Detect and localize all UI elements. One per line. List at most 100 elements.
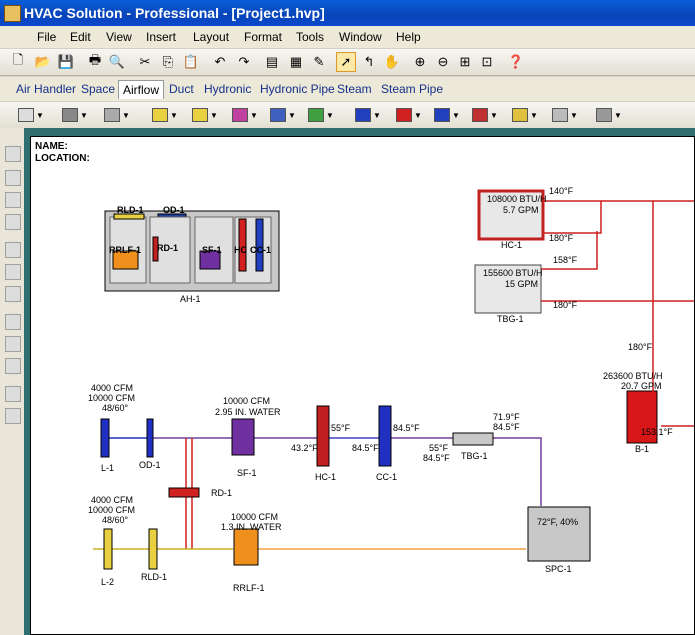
spc-temp-label: 72°F, 40% bbox=[537, 517, 579, 527]
tab-space[interactable]: Space bbox=[81, 82, 116, 96]
menu-help[interactable]: Help bbox=[396, 30, 421, 44]
menu-format[interactable]: Format bbox=[244, 30, 283, 44]
tab-hydronic[interactable]: Hydronic bbox=[204, 82, 252, 96]
rrlf-cfm-label: 10000 CFM bbox=[231, 512, 279, 522]
filter2-tool-icon[interactable]: ▼ bbox=[192, 107, 218, 123]
connector-icon[interactable]: ↰ bbox=[363, 54, 375, 69]
align-top-icon[interactable] bbox=[5, 214, 21, 230]
zoom-window-icon[interactable]: ⊡ bbox=[481, 54, 493, 69]
new-icon[interactable]: 🗋 bbox=[12, 52, 24, 67]
align-center-icon[interactable] bbox=[5, 170, 21, 186]
rrlf-name-label: RRLF-1 bbox=[233, 583, 265, 593]
print-icon[interactable]: 🖶 bbox=[88, 52, 102, 67]
coil-tool-icon[interactable]: ▼ bbox=[355, 107, 381, 123]
tab-steam-pipe[interactable]: Steam Pipe bbox=[381, 82, 444, 96]
heating-coil-tool-icon[interactable]: ▼ bbox=[396, 107, 422, 123]
align-bottom-icon[interactable] bbox=[5, 264, 21, 280]
sensor-tool-icon[interactable]: ▼ bbox=[512, 107, 538, 123]
rrlf-press-label: 1.3 IN. WATER bbox=[221, 522, 282, 532]
tab-airflow[interactable]: Airflow bbox=[118, 80, 165, 99]
ah-rd-label: RD-1 bbox=[157, 243, 179, 253]
cut-icon[interactable]: ✂ bbox=[139, 54, 151, 69]
hc1-name-label: HC-1 bbox=[501, 240, 523, 250]
copy-icon[interactable]: ⎘ bbox=[162, 54, 174, 69]
t845a-label: 84.5°F bbox=[352, 443, 379, 453]
l1-temp-label: 48/60° bbox=[102, 403, 129, 413]
same-height-icon[interactable] bbox=[5, 358, 21, 374]
menu-insert[interactable]: Insert bbox=[146, 30, 177, 44]
print-preview-icon[interactable]: 🔍 bbox=[108, 54, 126, 69]
zoom-fit-icon[interactable]: ⊞ bbox=[459, 54, 471, 69]
boiler-btuh-label: 263600 BTU/H bbox=[603, 371, 663, 381]
open-icon[interactable]: 📂 bbox=[34, 54, 52, 69]
l1-name-label: L-1 bbox=[101, 463, 115, 473]
paste-icon[interactable]: 📋 bbox=[182, 54, 200, 69]
sf-name-label: SF-1 bbox=[237, 468, 257, 478]
help-pointer-icon[interactable]: ❓ bbox=[507, 54, 525, 69]
location-label: LOCATION: bbox=[35, 153, 90, 164]
humidifier-tool-icon[interactable]: ▼ bbox=[472, 107, 498, 123]
distribute-horizontal-icon[interactable] bbox=[5, 286, 21, 302]
ah-sf-label: SF-1 bbox=[202, 245, 222, 255]
tab-steam[interactable]: Steam bbox=[337, 82, 372, 96]
zoom-in-icon[interactable]: ⊕ bbox=[414, 54, 426, 69]
boiler-temp-label: 153.1°F bbox=[641, 427, 673, 437]
undo-icon[interactable]: ↶ bbox=[214, 54, 226, 69]
tbg1-gpm-label: 15 GPM bbox=[505, 279, 539, 289]
align-left-icon[interactable] bbox=[5, 146, 21, 162]
menu-view[interactable]: View bbox=[106, 30, 132, 44]
format-painter-icon[interactable]: ✎ bbox=[313, 54, 325, 69]
standard-toolbar: 🗋 📂 💾 🖶 🔍 ✂ ⎘ 📋 ↶ ↷ ▤ ▦ ✎ ➚ ↰ ✋ ⊕ ⊖ ⊞ ⊡ … bbox=[0, 49, 695, 76]
tab-duct[interactable]: Duct bbox=[169, 82, 194, 96]
zoom-out-icon[interactable]: ⊖ bbox=[437, 54, 449, 69]
hc1-tout-label: 180°F bbox=[549, 233, 574, 243]
align-middle-icon[interactable] bbox=[5, 242, 21, 258]
spc-name-label: SPC-1 bbox=[545, 564, 572, 574]
ah-od-label: OD-1 bbox=[163, 205, 185, 215]
align-right-icon[interactable] bbox=[5, 192, 21, 208]
sf-cfm-label: 10000 CFM bbox=[223, 396, 271, 406]
select-pointer-icon[interactable]: ➚ bbox=[336, 52, 356, 72]
tab-air-handler[interactable]: Air Handler bbox=[16, 82, 77, 96]
same-size-icon[interactable] bbox=[5, 386, 21, 402]
grid-tool-icon[interactable]: ▼ bbox=[596, 107, 622, 123]
redo-icon[interactable]: ↷ bbox=[238, 54, 250, 69]
pan-hand-icon[interactable]: ✋ bbox=[383, 54, 401, 69]
menu-file[interactable]: File bbox=[37, 30, 57, 44]
cc-name-label: CC-1 bbox=[376, 472, 398, 482]
fan-tool-icon[interactable]: ▼ bbox=[104, 107, 130, 123]
component-tabs: Air Handler Space Airflow Duct Hydronic … bbox=[0, 77, 695, 101]
filter-tool-icon[interactable]: ▼ bbox=[152, 107, 178, 123]
hc1-tin-label: 140°F bbox=[549, 186, 574, 196]
tbg1-name-label: TBG-1 bbox=[497, 314, 524, 324]
mixer-tool-icon[interactable]: ▼ bbox=[232, 107, 258, 123]
tab-hydronic-pipe[interactable]: Hydronic Pipe bbox=[260, 82, 335, 96]
pump-tool-icon[interactable]: ▼ bbox=[270, 107, 296, 123]
ah-hc-label: HC bbox=[234, 245, 247, 255]
louver-tool-icon[interactable]: ▼ bbox=[18, 107, 44, 123]
same-width-icon[interactable] bbox=[5, 336, 21, 352]
rld1-name-label: RLD-1 bbox=[141, 572, 168, 582]
tbg1-btuh-label: 155600 BTU/H bbox=[483, 268, 543, 278]
menu-edit[interactable]: Edit bbox=[70, 30, 91, 44]
calculator-icon[interactable]: ▦ bbox=[289, 54, 303, 69]
t845c-label: 84.5°F bbox=[423, 453, 450, 463]
drawing-canvas[interactable]: NAME: LOCATION: RLD-1 OD-1 RRLF-1 RD-1 S… bbox=[30, 136, 695, 635]
properties-icon[interactable]: ▤ bbox=[265, 54, 279, 69]
title-bar: HVAC Solution - Professional - [Project1… bbox=[0, 0, 695, 26]
terminal-tool-icon[interactable]: ▼ bbox=[552, 107, 578, 123]
save-icon[interactable]: 💾 bbox=[57, 54, 75, 69]
group-icon[interactable] bbox=[5, 408, 21, 424]
damper-tool-icon[interactable]: ▼ bbox=[62, 107, 88, 123]
menu-tools[interactable]: Tools bbox=[296, 30, 325, 44]
menu-window[interactable]: Window bbox=[339, 30, 382, 44]
tbg1-tout-label: 180°F bbox=[553, 300, 578, 310]
airflow-toolbar: ▼ ▼ ▼ ▼ ▼ ▼ ▼ ▼ ▼ ▼ ▼ ▼ ▼ ▼ ▼ bbox=[0, 102, 695, 128]
distribute-vertical-icon[interactable] bbox=[5, 314, 21, 330]
t432-label: 43.2°F bbox=[291, 443, 318, 453]
cooling-coil-tool-icon[interactable]: ▼ bbox=[434, 107, 460, 123]
schematic-drawing bbox=[93, 189, 694, 570]
exchanger-tool-icon[interactable]: ▼ bbox=[308, 107, 334, 123]
l1-cfm1-label: 4000 CFM bbox=[91, 383, 134, 393]
menu-layout[interactable]: Layout bbox=[193, 30, 230, 44]
